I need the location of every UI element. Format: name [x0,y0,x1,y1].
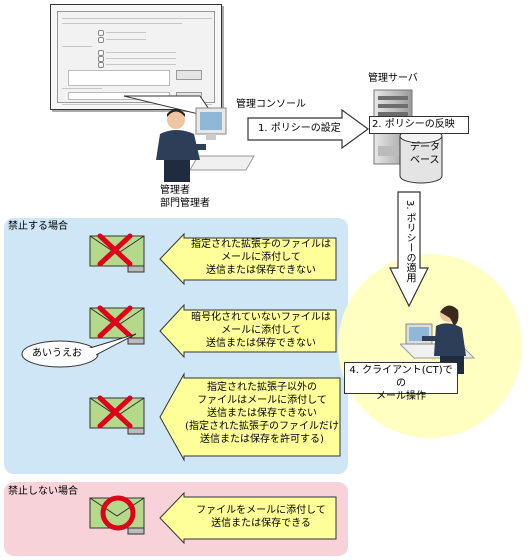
database-label-2: ベース [410,155,440,166]
rule-3-line-2: ファイルはメールに添付して [197,395,327,406]
cross-mark-icon [97,395,133,429]
step4-label-2: メール操作 [376,391,426,402]
rule-callout-arrow-1 [159,232,337,286]
rule-1-line-3: 送信または保存できない [206,265,316,276]
rule-3-line-1: 指定された拡張子以外の [207,382,317,393]
rule-1-line-1: 指定された拡張子のファイルは [191,239,331,250]
speech-bubble [21,333,137,368]
step1-label: 1. ポリシーの設定 [258,123,341,134]
step2-box: 2. ポリシーの反映 [369,116,469,134]
database-label-1: データ [410,142,440,153]
rule-1-text: 指定された拡張子のファイルは メールに添付して 送信または保存できない [186,238,336,277]
section-allow-title: 禁止しない場合 [8,486,78,497]
rule-callout-arrow-3 [159,372,341,462]
rule-callout-arrow-2 [159,303,337,359]
console-label: 管理コンソール [236,99,306,110]
rule-callout-arrow-4 [159,491,337,545]
rule-3-line-5: 送信または保存を許可する) [200,434,324,445]
admin-label: 管理者 [160,185,190,196]
rule-4-line-2: 送信または保存できる [211,518,311,529]
step4-label-1: 4. クライアント(CT)での [349,365,453,389]
server-label: 管理サーバ [368,73,418,84]
rule-3-line-3: 送信または保存できない [207,408,317,419]
cross-mark-icon [97,305,133,339]
circle-mark-icon [100,495,136,531]
arrow-policy-apply [389,191,429,308]
section-prohibit-title: 禁止する場合 [8,221,68,232]
bubble-text: あいうえお [32,348,82,359]
client-person-icon [400,305,476,374]
rule-2-line-2: メールに添付して [221,325,301,336]
rule-3-text: 指定された拡張子以外の ファイルはメールに添付して 送信または保存できない (指… [184,381,340,446]
rule-4-text: ファイルをメールに添付して 送信または保存できる [186,504,336,530]
rule-2-line-3: 送信または保存できない [206,338,316,349]
console-screenshot [50,4,222,110]
step3-label: 3. ポリシーの適用 [404,200,415,283]
step2-label: 2. ポリシーの反映 [372,119,455,130]
admin-person-icon [156,107,255,182]
rule-4-line-1: ファイルをメールに添付して [196,505,326,516]
department-admin-label: 部門管理者 [160,198,210,209]
step4-box: 4. クライアント(CT)での メール操作 [344,362,458,402]
envelope-icon [89,235,145,273]
rule-3-line-4: (指定された拡張子のファイルだけ [185,421,339,432]
cross-mark-icon [97,233,133,267]
rule-2-text: 暗号化されていないファイルは メールに添付して 送信または保存できない [186,311,336,350]
rule-1-line-2: メールに添付して [221,252,301,263]
rule-2-line-1: 暗号化されていないファイルは [191,312,331,323]
arrow-policy-setting [247,108,370,150]
